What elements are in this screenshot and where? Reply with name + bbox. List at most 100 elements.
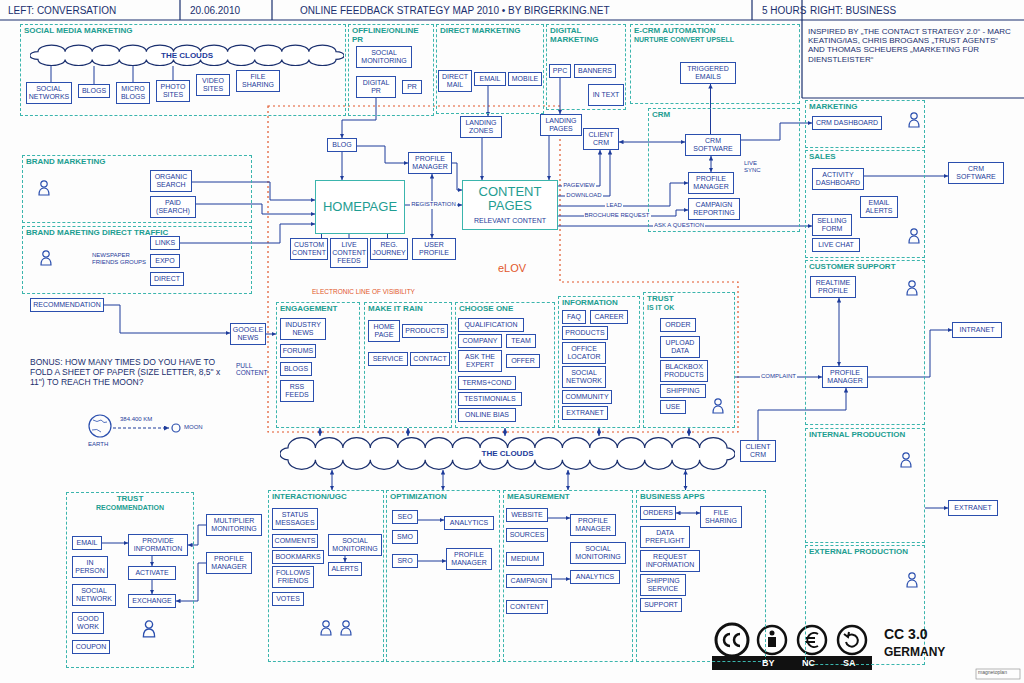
connector	[418, 520, 444, 521]
process-box: SEO	[392, 510, 418, 524]
box-label: PAID (SEARCH)	[153, 199, 193, 214]
box-label: CONTENT PAGES	[465, 185, 555, 214]
edge-label: LEAD	[605, 202, 623, 209]
box-label: BLOG	[332, 141, 351, 149]
box-label: FILE SHARING	[239, 73, 277, 88]
process-box: INTRANET	[952, 322, 1002, 338]
box-label: BLOGS	[284, 365, 308, 373]
box-label: GOOGLE NEWS	[233, 326, 263, 341]
process-box: SMO	[392, 530, 418, 544]
process-box: OFFICE LOCATOR	[562, 342, 606, 364]
box-label: DIGITAL PR	[359, 79, 393, 94]
connector	[192, 182, 315, 200]
box-label: CAMPAIGN	[511, 577, 548, 585]
connector	[102, 543, 128, 544]
process-box: CLIENT CRM	[583, 128, 619, 150]
process-box: CLIENT CRM	[740, 440, 776, 462]
license-mark	[844, 632, 858, 647]
person-icon	[143, 621, 154, 637]
person-icon	[341, 621, 351, 635]
box-label: ORDER	[665, 321, 690, 329]
process-box: VOTES	[272, 592, 304, 606]
process-box: UPLOAD DATA	[660, 336, 700, 358]
note-text: INSPIRED BY „THE CONTACT STRATEGY 2.0“ -…	[808, 27, 1014, 64]
box-label: CLIENT CRM	[743, 443, 773, 458]
connector	[173, 66, 174, 80]
box-label: ALERTS	[331, 565, 358, 573]
note-text: LIVE SYNC	[744, 160, 774, 174]
process-box: CRM SOFTWARE	[685, 134, 741, 156]
box-label: GOOD WORK	[75, 615, 101, 630]
connector	[488, 86, 489, 116]
box-label: BRAND MARETING DIRECT TRAFFIC	[23, 227, 251, 238]
connector	[133, 66, 134, 82]
box-label: SOCIAL MEDIA MARKETING	[21, 25, 345, 36]
box-label: MULTIPLIER MONITORING	[209, 517, 259, 532]
process-box: PROVIDE INFORMATION	[128, 534, 188, 556]
connector	[332, 470, 333, 490]
box-label: USER PROFILE	[415, 241, 453, 256]
process-box: ACTIVITY DASHBOARD	[812, 168, 864, 190]
process-box: FAQ	[562, 310, 586, 324]
connector	[868, 330, 952, 377]
connector	[196, 204, 315, 214]
process-box: PAID (SEARCH)	[150, 196, 196, 218]
edge-label: REGISTRATION	[410, 201, 457, 208]
connector	[839, 298, 840, 366]
box-label: INTRANET	[960, 326, 995, 334]
box-label: BLOGS	[82, 87, 106, 95]
process-box: CAMPAIGN REPORTING	[688, 198, 740, 220]
region: E-CRM AUTOMATIONNURTURE CONVERT UPSELLTR…	[630, 24, 800, 104]
connector	[558, 183, 688, 206]
process-box: PR	[402, 80, 422, 94]
box-label: BLACKBOX PRODUCTS	[663, 363, 705, 378]
box-label: MEDIUM	[511, 555, 539, 563]
box-label: PROVIDE INFORMATION	[131, 537, 185, 552]
process-box: COMMENTS	[272, 534, 318, 548]
header-line	[0, 19, 1024, 20]
process-box: INDUSTRY NEWS	[280, 318, 326, 340]
box-label: PROFILE MANAGER	[449, 551, 489, 566]
connector	[505, 428, 506, 436]
box-label: SMO	[397, 533, 413, 541]
process-box: SOCIAL NETWORK	[72, 584, 116, 606]
process-box: CAMPAIGN	[506, 574, 552, 588]
connector	[560, 78, 561, 114]
box-label: SOCIAL NETWORKS	[29, 85, 69, 100]
box-label: FOLLOWS FRIENDS	[275, 569, 311, 584]
page-box: CONTENT PAGESRELEVANT CONTENT	[462, 180, 558, 230]
box-label: RSS FEEDS	[283, 383, 311, 398]
license-circle	[838, 626, 866, 654]
box-label: CUSTOMER SUPPORT	[806, 261, 924, 272]
process-box: CONTENT	[506, 600, 548, 614]
connector	[552, 579, 570, 580]
box-label: PROFILE MANAGER	[209, 555, 249, 570]
box-label: INTERACTION/UGC	[269, 491, 383, 502]
connector	[558, 150, 600, 186]
process-box: REQUEST INFORMATION	[640, 550, 700, 572]
region: CUSTOMER SUPPORTREALTIME PROFILEPROFILE …	[805, 260, 925, 425]
box-label: EXTRANET	[566, 409, 603, 417]
box-label: CONTENT	[510, 603, 544, 611]
box-label: SOURCES	[510, 531, 545, 539]
brand-mark: magnetoplan	[978, 670, 1007, 676]
connector	[482, 138, 483, 180]
process-box: PRODUCTS	[402, 324, 448, 338]
process-box: LIVE CHAT	[812, 238, 860, 252]
process-box: CAREER	[590, 310, 628, 324]
process-box: IN PERSON	[72, 556, 108, 578]
box-label: VOTES	[276, 595, 300, 603]
license-term: NC	[802, 658, 815, 668]
connector	[925, 508, 948, 509]
box-label: THE CLOUDS	[161, 51, 213, 60]
connector	[188, 525, 206, 545]
box-label: TESTIMONIALS	[464, 395, 515, 403]
box-label: HOMEPAGE	[323, 200, 397, 214]
box-label: SHIPPING	[666, 387, 699, 395]
box-label: SOCIAL NETWORK	[565, 369, 603, 384]
process-box: SERVICE	[368, 352, 408, 366]
edge-label: COMPLAINT	[760, 373, 797, 380]
box-label: INDUSTRY NEWS	[283, 321, 323, 336]
box-label: TERMS+COND	[462, 379, 511, 387]
connector	[408, 428, 409, 436]
